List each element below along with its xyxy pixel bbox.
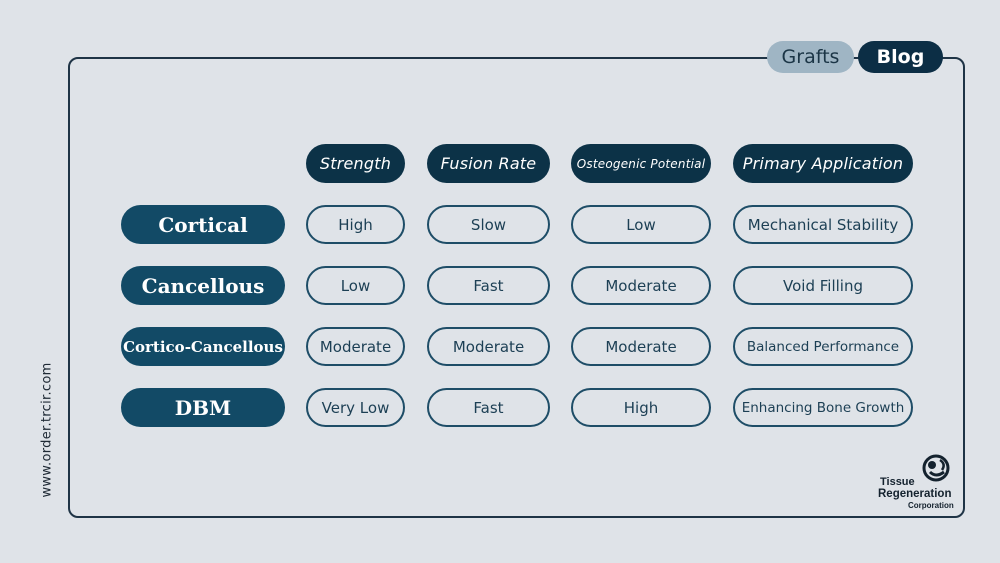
table-cell: Very Low [306,388,405,427]
table-cell: Moderate [571,266,711,305]
logo-mark-icon [922,454,950,482]
column-header-osteogenic-potential: Osteogenic Potential [571,144,711,183]
company-logo: Tissue Regeneration Corporation [872,452,962,512]
row-label-cortical: Cortical [121,205,285,244]
website-url: www.order.trcir.com [39,362,55,498]
table-cell: Moderate [427,327,550,366]
row-label-cancellous: Cancellous [121,266,285,305]
column-header-fusion-rate: Fusion Rate [427,144,550,183]
logo-text-line: Corporation [908,501,954,510]
table-cell: Fast [427,266,550,305]
column-header-primary-application: Primary Application [733,144,913,183]
logo-text-line: Regeneration [878,488,952,500]
table-cell: Fast [427,388,550,427]
table-cell: High [571,388,711,427]
tab-blog[interactable]: Blog [858,41,943,73]
table-cell: Moderate [306,327,405,366]
tab-grafts[interactable]: Grafts [767,41,854,73]
table-cell: Enhancing Bone Growth [733,388,913,427]
table-cell: Slow [427,205,550,244]
column-header-strength: Strength [306,144,405,183]
table-cell: High [306,205,405,244]
table-cell: Low [571,205,711,244]
table-cell: Low [306,266,405,305]
table-cell: Void Filling [733,266,913,305]
row-label-cortico-cancellous: Cortico-Cancellous [121,327,285,366]
table-cell: Mechanical Stability [733,205,913,244]
content-frame [68,57,965,518]
logo-text-line: Tissue [880,476,915,488]
table-cell: Balanced Performance [733,327,913,366]
table-cell: Moderate [571,327,711,366]
row-label-dbm: DBM [121,388,285,427]
